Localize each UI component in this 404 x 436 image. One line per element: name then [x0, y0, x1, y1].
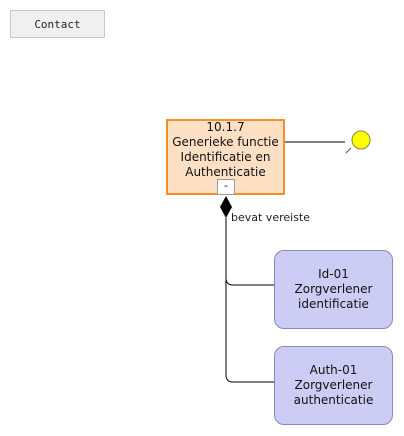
event-marker-tail — [345, 147, 352, 154]
requirement-name-line: Id-01 Zorgverlener — [294, 267, 373, 296]
requirement-node[interactable]: Auth-01 Zorgverlener authenticatie — [274, 346, 393, 425]
relation-branch-1 — [225, 277, 274, 286]
relation-label: bevat vereiste — [231, 211, 311, 224]
function-name-line: Authenticatie — [185, 165, 266, 179]
requirement-name-line: identificatie — [298, 297, 369, 311]
contact-button[interactable]: Contact — [10, 10, 105, 38]
requirement-name-line: Auth-01 — [309, 363, 358, 377]
function-name-line: Generieke functie — [172, 135, 279, 149]
requirement-node[interactable]: Id-01 Zorgverlener identificatie — [274, 250, 393, 329]
function-name-line: Identificatie en — [180, 150, 271, 164]
function-code: 10.1.7 — [206, 120, 245, 134]
event-marker-circle — [351, 130, 371, 150]
composition-diamond — [220, 196, 232, 218]
relation-branch-2 — [225, 374, 274, 383]
event-marker[interactable] — [345, 130, 371, 154]
requirement-name-line: authenticatie — [293, 393, 374, 407]
composition-relation[interactable] — [220, 196, 274, 383]
collapse-toggle-button[interactable]: - — [217, 179, 235, 195]
requirement-name-line: Zorgverlener — [294, 378, 373, 392]
